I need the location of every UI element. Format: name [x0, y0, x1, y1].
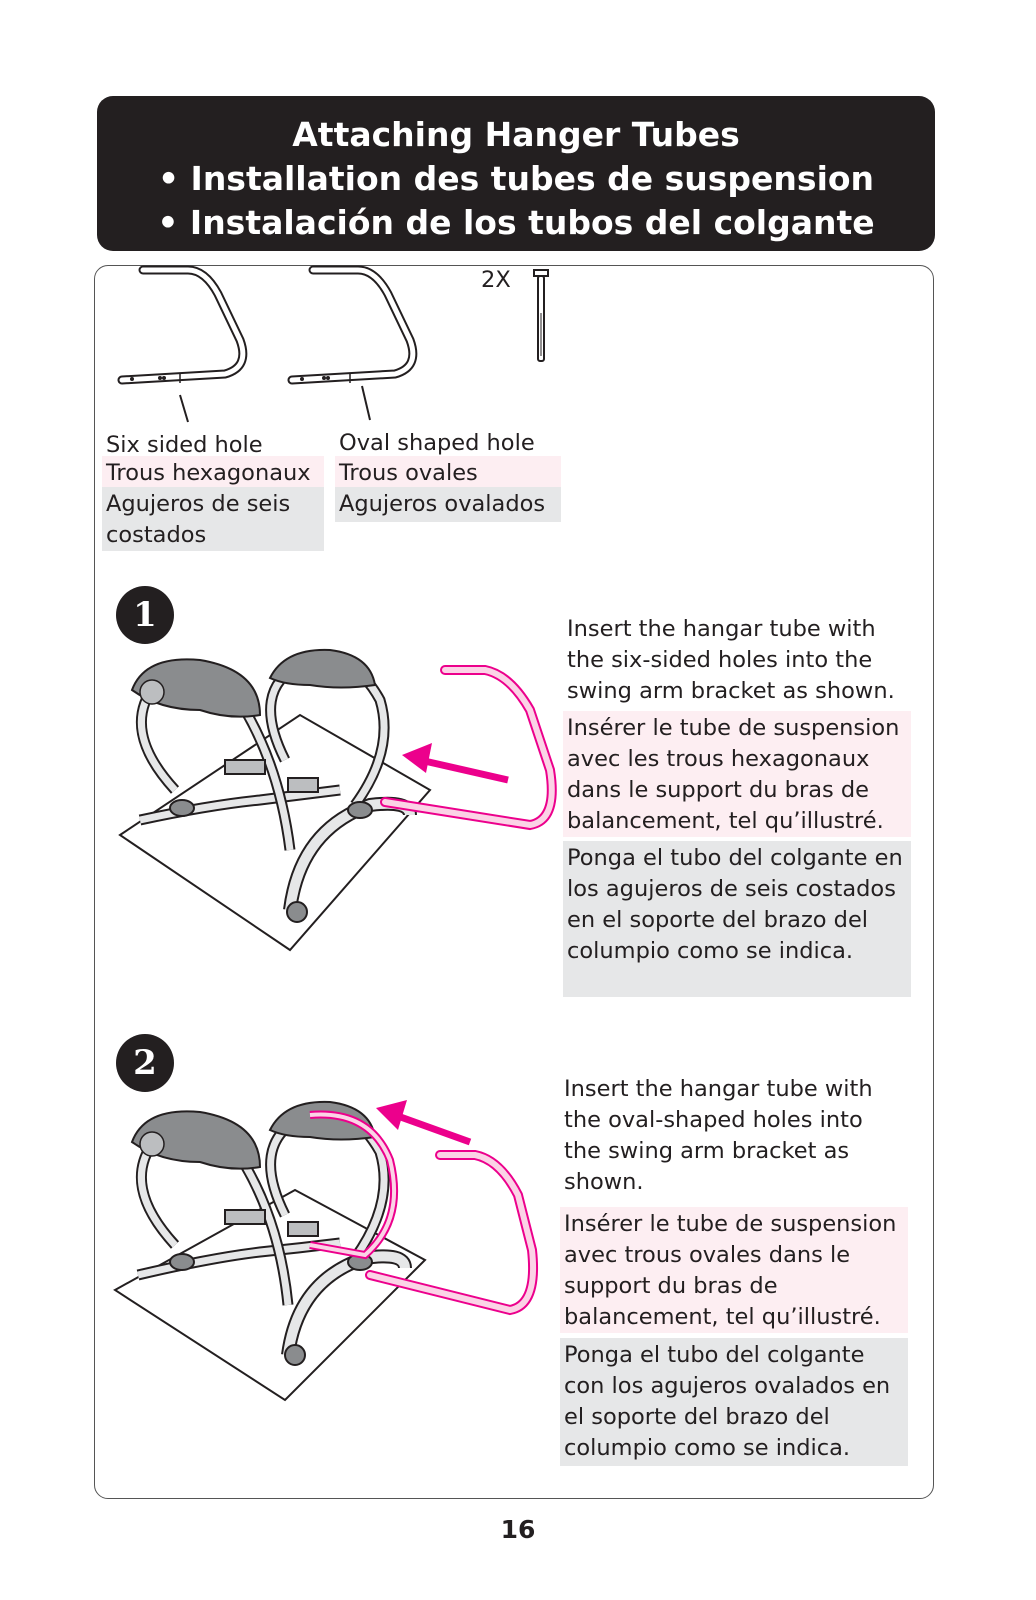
page-header: Attaching Hanger Tubes • Installation de…: [97, 96, 935, 251]
pin-quantity: 2X: [481, 267, 511, 293]
oval-label-en: Oval shaped hole: [339, 430, 535, 456]
step-2-text-fr: Insérer le tube de suspension avec trous…: [560, 1207, 908, 1333]
title-english: Attaching Hanger Tubes: [292, 115, 740, 154]
title-french: • Installation des tubes de suspension: [157, 159, 875, 198]
hanger-tube-six-sided-illustration: [117, 265, 248, 423]
step-2-text-es: Ponga el tubo del colgante con los aguje…: [560, 1338, 908, 1466]
page-number: 16: [500, 1515, 536, 1544]
six-sided-label-fr: Trous hexagonaux: [102, 456, 324, 491]
hanger-tube-oval-illustration: [287, 265, 418, 421]
six-sided-label-es: Agujeros de seis costados: [102, 487, 324, 551]
step-2-badge: 2: [116, 1034, 174, 1092]
step-1-text-en: Insert the hangar tube with the six-side…: [567, 616, 895, 704]
step-1-badge: 1: [116, 586, 174, 644]
instruction-panel: [94, 265, 934, 1499]
oval-label-es: Agujeros ovalados: [335, 487, 561, 522]
step-1-text-fr: Insérer le tube de suspension avec les t…: [563, 711, 911, 837]
pin-illustration: [533, 269, 549, 362]
step-1-swing-illustration: [118, 648, 557, 952]
six-sided-label-en: Six sided hole: [106, 432, 263, 458]
title-spanish: • Instalación de los tubos del colgante: [157, 203, 875, 242]
oval-label-fr: Trous ovales: [335, 456, 561, 491]
step-1-text-es: Ponga el tubo del colgante en los agujer…: [563, 841, 911, 997]
step-2-swing-illustration: [113, 1100, 538, 1402]
step-2-text-en: Insert the hangar tube with the oval-sha…: [564, 1076, 873, 1195]
